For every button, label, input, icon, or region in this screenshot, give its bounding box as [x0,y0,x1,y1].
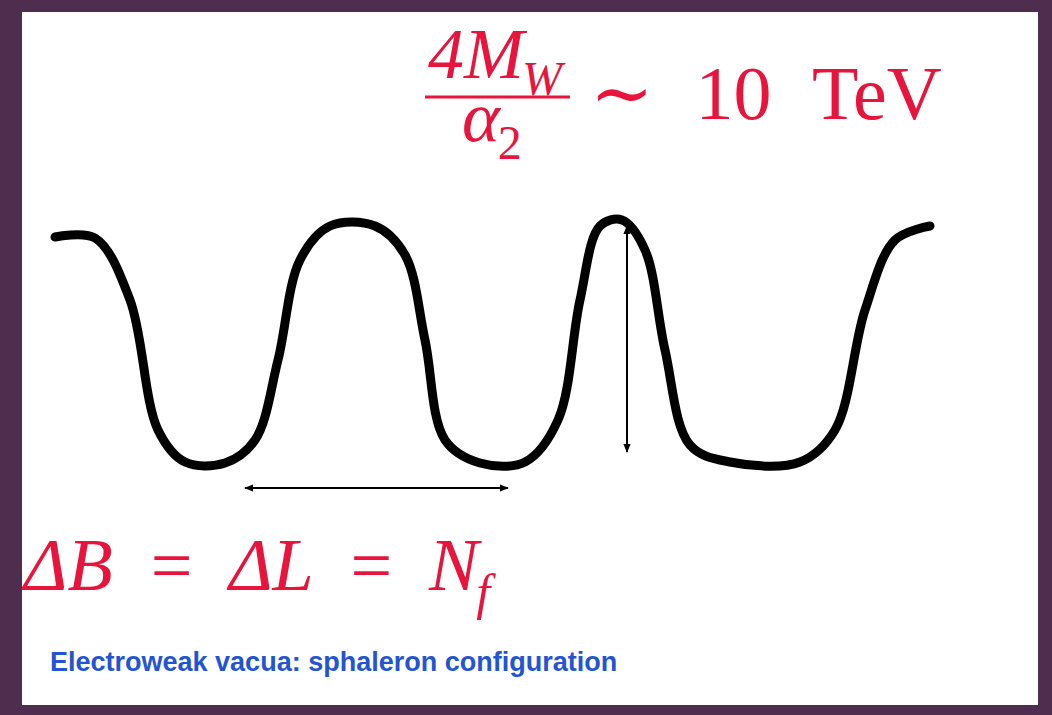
vacuum-spacing-arrow [245,487,508,489]
math-label: α [462,81,500,153]
math-label: 2 [498,119,522,167]
math-label: f [476,567,490,617]
math-label: ∼ 10 TeV [590,55,942,131]
math-label: W [522,55,562,103]
potential-curve [55,219,930,466]
math-label: ΔB = ΔL = N [24,528,478,602]
math-label: 4M [428,18,524,90]
slide-caption: Electroweak vacua: sphaleron configurati… [50,649,617,676]
barrier-height-arrow [626,226,628,452]
